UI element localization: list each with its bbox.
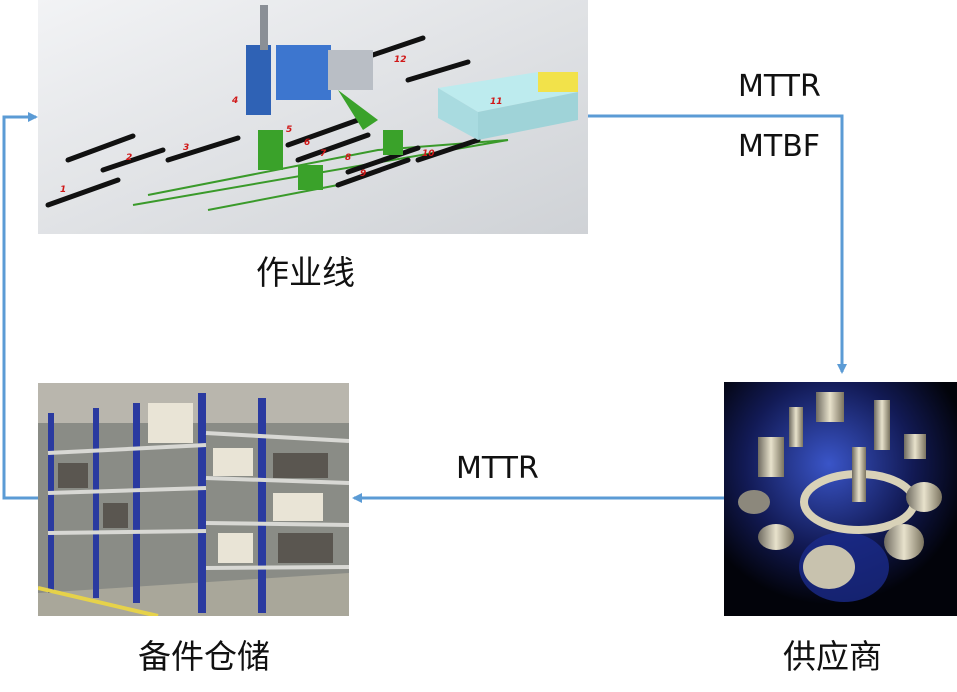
- edge-label-mttr-top: MTTR: [738, 69, 821, 104]
- production-line-caption: 作业线: [256, 253, 355, 292]
- edge-label-mttr-bottom: MTTR: [456, 451, 539, 486]
- callout-2: 2: [126, 153, 132, 163]
- callout-8: 8: [345, 153, 351, 163]
- callout-4: 4: [231, 96, 238, 106]
- arrow-storage-to-line: [2, 112, 38, 500]
- supplier-image: [724, 382, 957, 616]
- callout-3: 3: [183, 143, 189, 153]
- callout-6: 6: [304, 138, 310, 148]
- callout-11: 11: [490, 97, 503, 107]
- callout-9: 9: [360, 169, 366, 179]
- spare-parts-storage-caption: 备件仓储: [138, 637, 270, 676]
- supplier-caption: 供应商: [783, 637, 882, 676]
- spare-parts-storage-image: [38, 383, 349, 616]
- production-line-image: 1 2 3 4 5 6 7 8 9 10 11 12: [38, 0, 588, 234]
- callout-12: 12: [394, 55, 407, 65]
- callout-7: 7: [320, 149, 327, 159]
- callout-1: 1: [60, 185, 66, 195]
- callout-10: 10: [422, 149, 435, 159]
- callout-5: 5: [286, 125, 292, 135]
- edge-label-mtbf: MTBF: [738, 129, 821, 164]
- arrow-line-to-supplier: [588, 114, 847, 374]
